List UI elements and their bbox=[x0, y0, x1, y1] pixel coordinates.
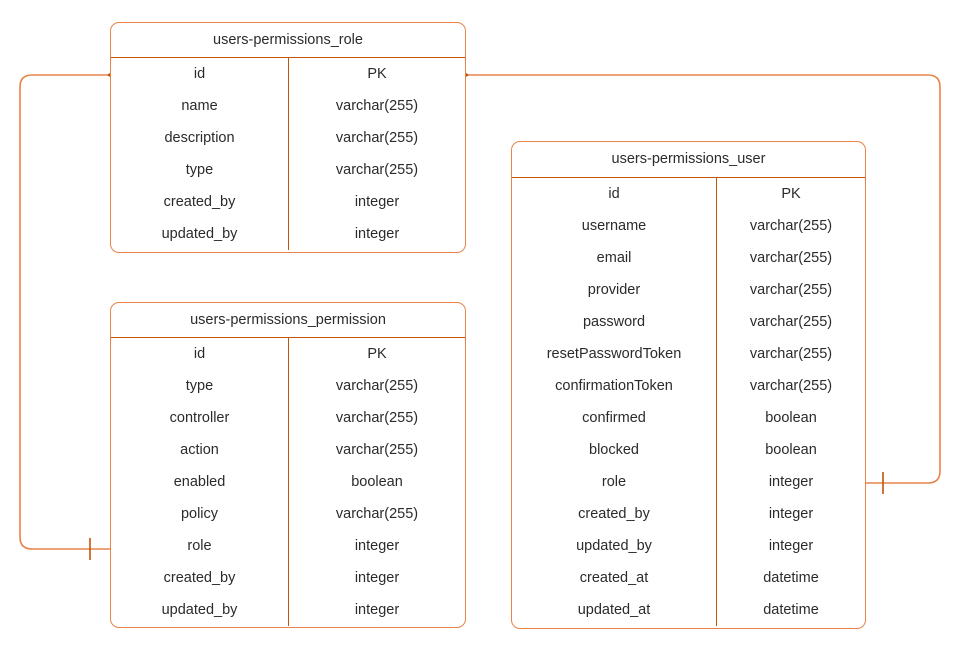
field-row[interactable]: updated_by integer bbox=[111, 594, 465, 626]
field-type: PK bbox=[367, 345, 387, 362]
field-type: varchar(255) bbox=[335, 441, 419, 458]
field-row[interactable]: id PK bbox=[111, 58, 465, 90]
field-name: controller bbox=[111, 402, 289, 434]
field-name: role bbox=[111, 530, 289, 562]
field-name: enabled bbox=[111, 466, 289, 498]
field-type: boolean bbox=[351, 473, 403, 490]
field-name: role bbox=[512, 466, 717, 498]
field-row[interactable]: blocked boolean bbox=[512, 434, 865, 466]
field-type: varchar(255) bbox=[749, 281, 833, 298]
field-type: varchar(255) bbox=[749, 217, 833, 234]
field-type: varchar(255) bbox=[335, 161, 419, 178]
field-row[interactable]: confirmationToken varchar(255) bbox=[512, 370, 865, 402]
field-row[interactable]: type varchar(255) bbox=[111, 154, 465, 186]
field-row[interactable]: type varchar(255) bbox=[111, 370, 465, 402]
entity-title-permission: users-permissions_permission bbox=[111, 303, 465, 338]
field-type: datetime bbox=[763, 601, 819, 618]
field-row[interactable]: role integer bbox=[512, 466, 865, 498]
field-type: varchar(255) bbox=[335, 409, 419, 426]
field-name: email bbox=[512, 242, 717, 274]
field-row[interactable]: email varchar(255) bbox=[512, 242, 865, 274]
field-row[interactable]: id PK bbox=[512, 178, 865, 210]
field-name: created_by bbox=[111, 186, 289, 218]
field-row[interactable]: id PK bbox=[111, 338, 465, 370]
field-name: id bbox=[111, 58, 289, 90]
field-name: policy bbox=[111, 498, 289, 530]
field-name: id bbox=[111, 338, 289, 370]
field-row[interactable]: enabled boolean bbox=[111, 466, 465, 498]
field-row[interactable]: name varchar(255) bbox=[111, 90, 465, 122]
field-name: confirmed bbox=[512, 402, 717, 434]
field-type: boolean bbox=[765, 441, 817, 458]
field-type: integer bbox=[768, 537, 814, 554]
field-type: datetime bbox=[763, 569, 819, 586]
field-row[interactable]: controller varchar(255) bbox=[111, 402, 465, 434]
field-row[interactable]: role integer bbox=[111, 530, 465, 562]
field-name: type bbox=[111, 370, 289, 402]
field-type: varchar(255) bbox=[335, 377, 419, 394]
field-name: provider bbox=[512, 274, 717, 306]
relationship-line bbox=[19, 74, 110, 550]
field-name: confirmationToken bbox=[512, 370, 717, 402]
field-type: integer bbox=[354, 537, 400, 554]
field-row[interactable]: created_by integer bbox=[111, 562, 465, 594]
field-type: integer bbox=[768, 473, 814, 490]
field-row[interactable]: created_by integer bbox=[111, 186, 465, 218]
field-row[interactable]: updated_at datetime bbox=[512, 594, 865, 626]
field-row[interactable]: policy varchar(255) bbox=[111, 498, 465, 530]
field-row[interactable]: description varchar(255) bbox=[111, 122, 465, 154]
field-name: type bbox=[111, 154, 289, 186]
field-row[interactable]: action varchar(255) bbox=[111, 434, 465, 466]
field-name: created_by bbox=[111, 562, 289, 594]
field-type: integer bbox=[354, 193, 400, 210]
field-name: created_by bbox=[512, 498, 717, 530]
field-type: varchar(255) bbox=[749, 313, 833, 330]
field-name: id bbox=[512, 178, 717, 210]
field-type: PK bbox=[781, 185, 801, 202]
field-name: action bbox=[111, 434, 289, 466]
field-type: varchar(255) bbox=[335, 97, 419, 114]
field-name: description bbox=[111, 122, 289, 154]
field-row[interactable]: updated_by integer bbox=[111, 218, 465, 250]
field-type: integer bbox=[354, 225, 400, 242]
field-type: integer bbox=[354, 569, 400, 586]
field-type: varchar(255) bbox=[749, 345, 833, 362]
field-row[interactable]: updated_by integer bbox=[512, 530, 865, 562]
field-name: password bbox=[512, 306, 717, 338]
field-row[interactable]: created_at datetime bbox=[512, 562, 865, 594]
field-type: boolean bbox=[765, 409, 817, 426]
entity-fields-permission: id PK type varchar(255) controller varchar(25… bbox=[111, 338, 465, 626]
field-row[interactable]: confirmed boolean bbox=[512, 402, 865, 434]
entity-fields-user: id PK username varchar(255) email varchar(255… bbox=[512, 178, 865, 626]
field-name: created_at bbox=[512, 562, 717, 594]
field-name: blocked bbox=[512, 434, 717, 466]
field-name: updated_by bbox=[111, 218, 289, 250]
entity-title-user: users-permissions_user bbox=[512, 142, 865, 178]
field-name: name bbox=[111, 90, 289, 122]
field-type: PK bbox=[367, 65, 387, 82]
field-type: varchar(255) bbox=[749, 249, 833, 266]
entity-title-role: users-permissions_role bbox=[111, 23, 465, 58]
field-row[interactable]: created_by integer bbox=[512, 498, 865, 530]
field-row[interactable]: resetPasswordToken varchar(255) bbox=[512, 338, 865, 370]
entity-fields-role: id PK name varchar(255) description varchar(2… bbox=[111, 58, 465, 250]
field-name: resetPasswordToken bbox=[512, 338, 717, 370]
field-row[interactable]: password varchar(255) bbox=[512, 306, 865, 338]
field-name: updated_at bbox=[512, 594, 717, 626]
field-name: updated_by bbox=[111, 594, 289, 626]
field-name: updated_by bbox=[512, 530, 717, 562]
field-type: integer bbox=[768, 505, 814, 522]
field-type: varchar(255) bbox=[335, 129, 419, 146]
field-name: username bbox=[512, 210, 717, 242]
field-type: varchar(255) bbox=[335, 505, 419, 522]
field-type: varchar(255) bbox=[749, 377, 833, 394]
field-row[interactable]: provider varchar(255) bbox=[512, 274, 865, 306]
field-row[interactable]: username varchar(255) bbox=[512, 210, 865, 242]
field-type: integer bbox=[354, 601, 400, 618]
